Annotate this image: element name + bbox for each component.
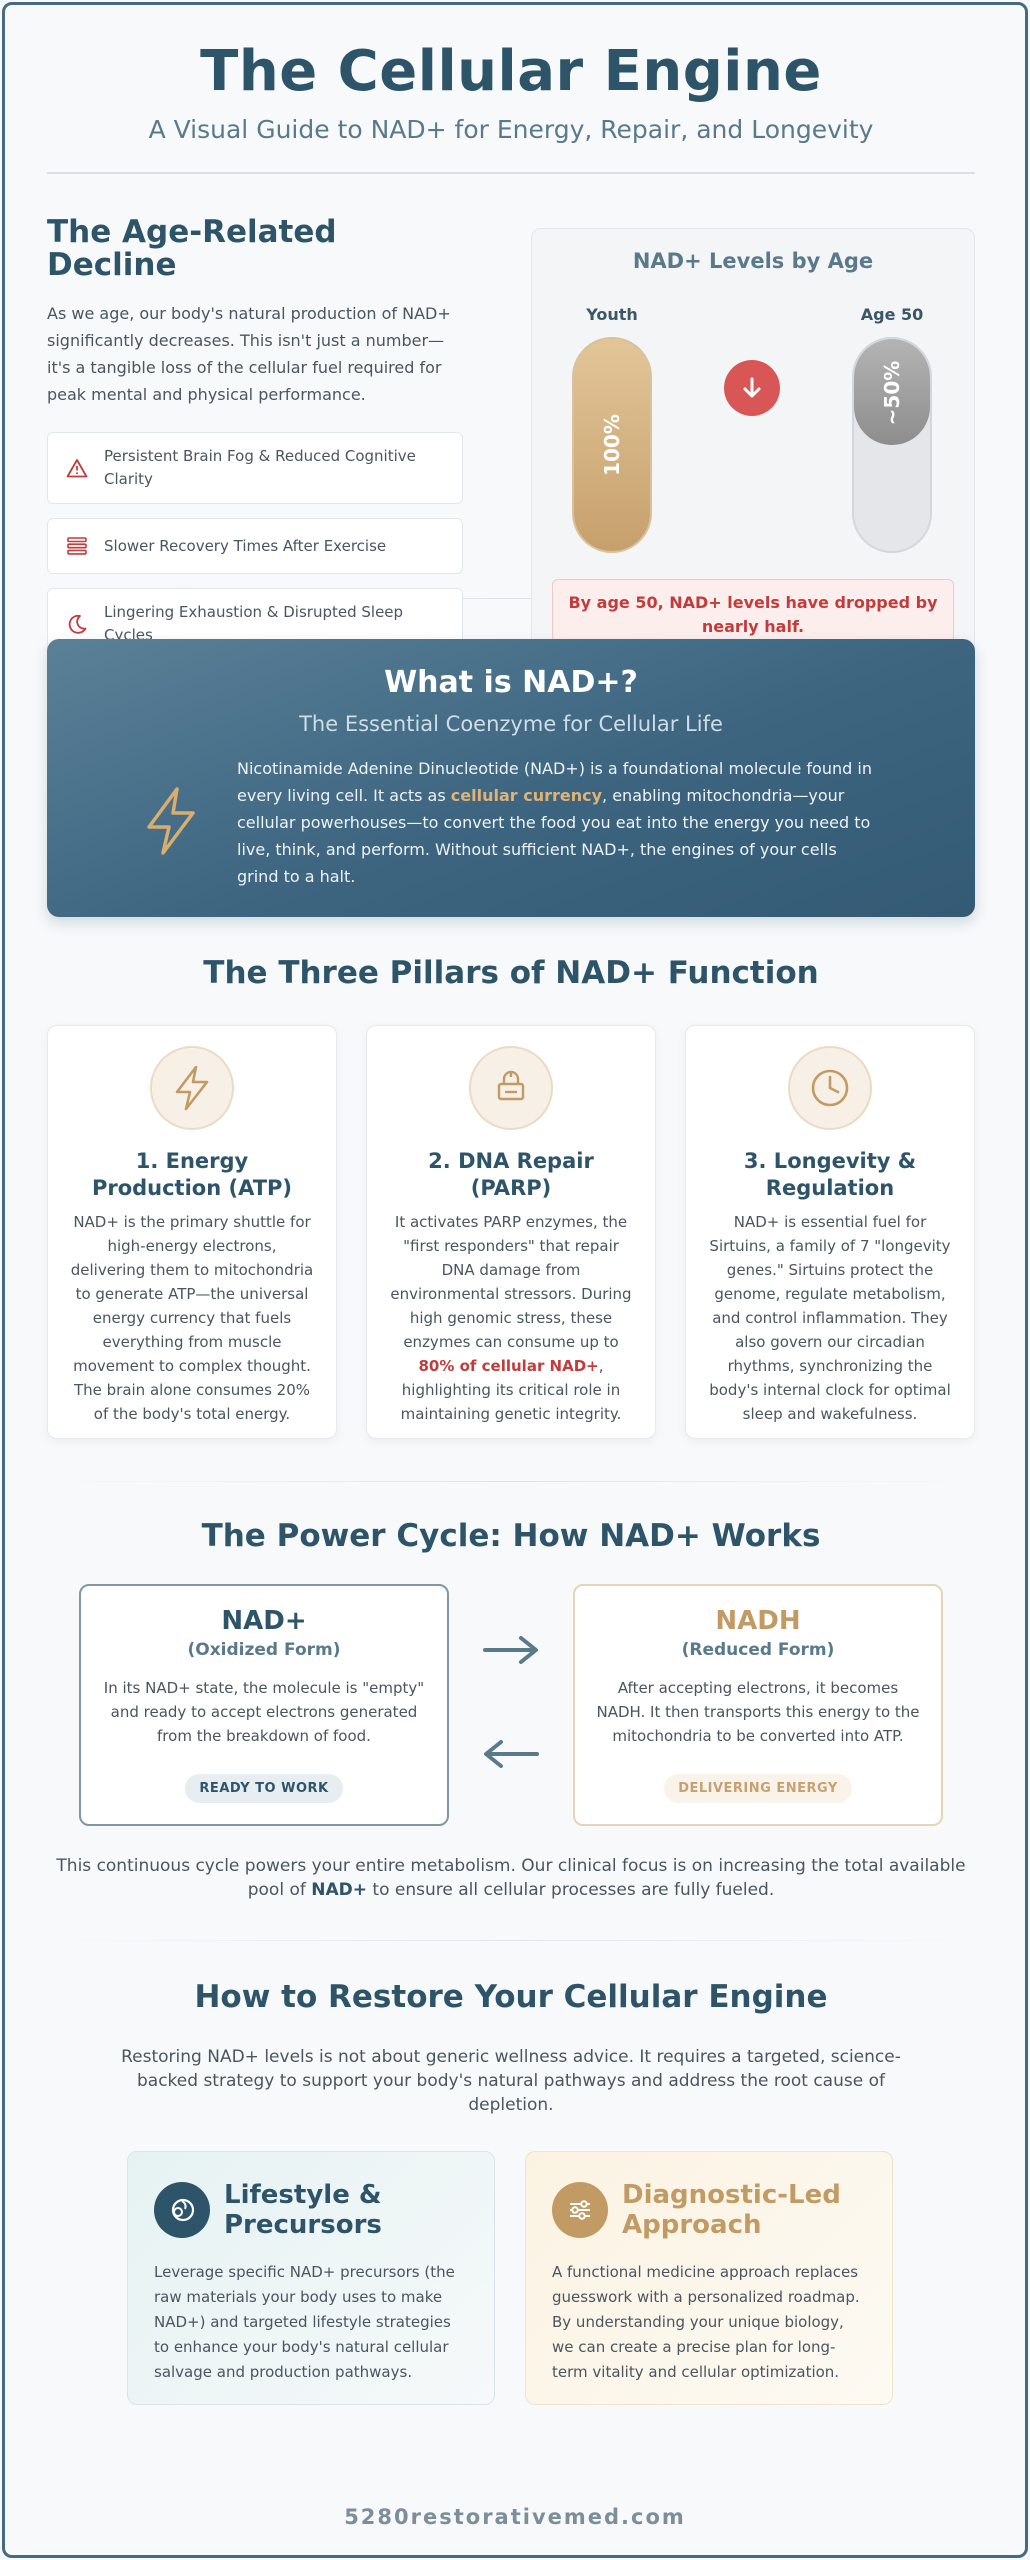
- nad-form: (Oxidized Form): [187, 1640, 341, 1660]
- pillar-text: NAD+ is essential fuel for Sirtuins, a f…: [709, 1213, 951, 1423]
- what-is-subtitle: The Essential Coenzyme for Cellular Life: [299, 712, 723, 736]
- what-is-text-part: Nicotinamide Adenine Dinucleotide (NAD+)…: [237, 759, 872, 805]
- nadh-text: After accepting electrons, it becomes NA…: [596, 1679, 920, 1745]
- lifestyle-card: Lifestyle & Precursors Leverage specific…: [127, 2151, 495, 2405]
- pillar-text-part: It activates PARP enzymes, the "first re…: [390, 1213, 632, 1351]
- status-badge: DELIVERING ENERGY: [664, 1774, 852, 1803]
- cellular-currency-highlight: cellular currency: [450, 786, 603, 805]
- card-header: Diagnostic-Led Approach: [552, 2180, 866, 2240]
- what-is-title: What is NAD+?: [384, 665, 638, 700]
- levels-title: NAD+ Levels by Age: [632, 249, 874, 273]
- header: The Cellular Engine A Visual Guide to NA…: [47, 5, 975, 174]
- page-subtitle: A Visual Guide to NAD+ for Energy, Repai…: [148, 115, 874, 144]
- age50-level-fill: [854, 339, 930, 445]
- nad-name: NAD+: [221, 1606, 307, 1636]
- lightning-icon: [150, 1046, 234, 1130]
- restore-intro: Restoring NAD+ levels is not about gener…: [121, 2047, 901, 2115]
- symptom-list: Persistent Brain Fog & Reduced Cognitive…: [47, 432, 463, 660]
- arrow-right-icon: [479, 1632, 543, 1672]
- status-badge: READY TO WORK: [185, 1774, 343, 1803]
- restore-section: How to Restore Your Cellular Engine Rest…: [47, 1979, 975, 2405]
- pillar-card: 1. Energy Production (ATP) NAD+ is the p…: [47, 1025, 337, 1439]
- youth-label: Youth: [586, 305, 638, 324]
- symptom-text: Slower Recovery Times After Exercise: [104, 536, 387, 555]
- pillar-highlight: 80% of cellular NAD+: [418, 1357, 599, 1375]
- nad-text: In its NAD+ state, the molecule is "empt…: [103, 1679, 425, 1745]
- pillar-card: 2. DNA Repair (PARP) It activates PARP e…: [366, 1025, 656, 1439]
- what-is-text-part: , enabling mitochondria—your cellular po…: [237, 786, 871, 886]
- pillar-title: 3. Longevity & Regulation: [743, 1149, 917, 1200]
- nadh-form: (Reduced Form): [681, 1640, 835, 1660]
- clock-icon: [788, 1046, 872, 1130]
- divider: [47, 1940, 975, 1941]
- symptom-item: Persistent Brain Fog & Reduced Cognitive…: [47, 432, 463, 504]
- what-is-text: Nicotinamide Adenine Dinucleotide (NAD+)…: [237, 755, 877, 890]
- pillar-title: 1. Energy Production (ATP): [91, 1149, 293, 1200]
- card-text: A functional medicine approach replaces …: [552, 2263, 860, 2381]
- decline-text: The Age-Related Decline As we age, our b…: [47, 216, 463, 674]
- age50-level-value: ~50%: [880, 360, 904, 426]
- decline-title: The Age-Related Decline: [47, 214, 337, 283]
- footer-site[interactable]: 5280restorativemed.com: [344, 2505, 686, 2529]
- cycle-note: This continuous cycle powers your entire…: [47, 1854, 975, 1902]
- moon-icon: [64, 613, 90, 635]
- pillar-title: 2. DNA Repair (PARP): [428, 1149, 594, 1200]
- arrow-down-icon: [724, 360, 780, 416]
- pillar-card: 3. Longevity & Regulation NAD+ is essent…: [685, 1025, 975, 1439]
- nad-levels-card: NAD+ Levels by Age Youth Age 50 100% ~50…: [531, 228, 975, 670]
- card-text: Leverage specific NAD+ precursors (the r…: [154, 2263, 455, 2381]
- decline-intro: As we age, our body's natural production…: [47, 304, 451, 404]
- cycle-diagram: NAD+ (Oxidized Form) In its NAD+ state, …: [47, 1584, 975, 1826]
- pillar-text: It activates PARP enzymes, the "first re…: [387, 1210, 635, 1426]
- decline-warning: By age 50, NAD+ levels have dropped by n…: [552, 579, 954, 649]
- age50-label: Age 50: [860, 305, 924, 324]
- sliders-icon: [552, 2182, 608, 2238]
- stack-icon: [64, 536, 90, 556]
- arrow-left-icon: [479, 1736, 543, 1776]
- repair-icon: [469, 1046, 553, 1130]
- card-title: Diagnostic-Led Approach: [622, 2180, 841, 2240]
- power-cycle-section: The Power Cycle: How NAD+ Works NAD+ (Ox…: [47, 1518, 975, 1902]
- card-header: Lifestyle & Precursors: [154, 2180, 468, 2240]
- warning-icon: [64, 458, 90, 478]
- restore-title: How to Restore Your Cellular Engine: [194, 1979, 828, 2015]
- pillars-row: 1. Energy Production (ATP) NAD+ is the p…: [47, 1025, 975, 1439]
- restore-cards: Lifestyle & Precursors Leverage specific…: [47, 2151, 975, 2405]
- cycle-note-part: to ensure all cellular processes are ful…: [367, 1880, 775, 1900]
- lightning-icon: [139, 785, 203, 861]
- divider: [47, 598, 975, 599]
- page-title: The Cellular Engine: [200, 39, 822, 104]
- symptom-item: Slower Recovery Times After Exercise: [47, 518, 463, 574]
- pillars-title: The Three Pillars of NAD+ Function: [203, 955, 819, 991]
- youth-level-value: 100%: [600, 414, 624, 476]
- pillar-text-part: , highlighting its critical role in main…: [400, 1357, 622, 1423]
- what-is-nad-panel: What is NAD+? The Essential Coenzyme for…: [47, 639, 975, 917]
- diagnostic-card: Diagnostic-Led Approach A functional med…: [525, 2151, 893, 2405]
- nadh-reduced-card: NADH (Reduced Form) After accepting elec…: [573, 1584, 943, 1826]
- nadh-name: NADH: [715, 1606, 801, 1636]
- card-title: Lifestyle & Precursors: [224, 2180, 382, 2240]
- pillars-section: The Three Pillars of NAD+ Function 1. En…: [47, 955, 975, 1439]
- pillar-text: NAD+ is the primary shuttle for high-ene…: [70, 1213, 314, 1423]
- nad-oxidized-card: NAD+ (Oxidized Form) In its NAD+ state, …: [79, 1584, 449, 1826]
- precursor-icon: [154, 2182, 210, 2238]
- cycle-note-bold: NAD+: [311, 1880, 367, 1900]
- age50-level-bar: ~50%: [852, 337, 932, 553]
- decline-section: The Age-Related Decline As we age, our b…: [47, 174, 975, 734]
- cycle-title: The Power Cycle: How NAD+ Works: [201, 1518, 821, 1554]
- youth-level-bar: 100%: [572, 337, 652, 553]
- cycle-note-part: This continuous cycle powers your entire…: [56, 1856, 966, 1900]
- page-content: The Cellular Engine A Visual Guide to NA…: [47, 5, 975, 2405]
- symptom-text: Persistent Brain Fog & Reduced Cognitive…: [104, 447, 416, 488]
- divider: [47, 1481, 975, 1482]
- divider: [47, 172, 975, 174]
